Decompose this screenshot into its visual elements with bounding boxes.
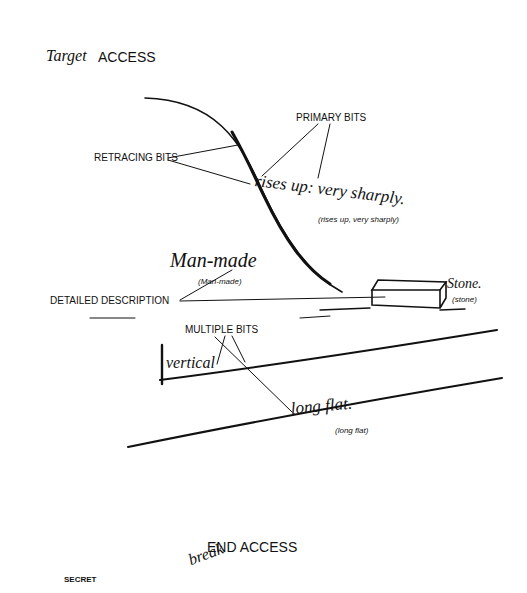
- leader-line: [232, 336, 245, 362]
- lower-ridge-line: [128, 378, 502, 447]
- transcription-note: (stone): [452, 296, 477, 305]
- stone-top: [372, 280, 446, 290]
- handwritten-word: Target: [46, 47, 87, 65]
- callout-label: RETRACING BITS: [94, 152, 178, 163]
- callout-label: DETAILED DESCRIPTION: [50, 295, 169, 306]
- handwritten-note: long flat.: [290, 395, 353, 419]
- upper-ridge-line: [160, 330, 497, 380]
- section-heading: ACCESS: [98, 50, 156, 65]
- vertical-mark: [161, 345, 163, 384]
- leader-line: [262, 124, 318, 176]
- handwritten-note: Man-made: [170, 249, 257, 271]
- leader-line: [168, 160, 250, 184]
- leader-line: [215, 337, 292, 412]
- transcription-note: (rises up, very sharply): [318, 216, 399, 225]
- leader-line: [168, 145, 238, 158]
- handwritten-note: Stone.: [447, 276, 482, 291]
- transcription-note: (long flat): [335, 427, 368, 436]
- stone-side: [372, 282, 446, 308]
- ground-dash: [90, 316, 330, 318]
- section-heading: END ACCESS: [207, 540, 297, 555]
- leader-line: [180, 297, 385, 301]
- handwritten-note: vertical: [166, 354, 215, 372]
- callout-label: PRIMARY BITS: [296, 112, 366, 123]
- callout-label: MULTIPLE BITS: [185, 324, 258, 335]
- classification-mark: SECRET: [64, 576, 96, 585]
- handwritten-note: rises up: very sharply.: [254, 172, 406, 209]
- transcription-note: (Man-made): [198, 278, 242, 287]
- leader-line: [318, 124, 330, 178]
- ground-line: [320, 308, 465, 310]
